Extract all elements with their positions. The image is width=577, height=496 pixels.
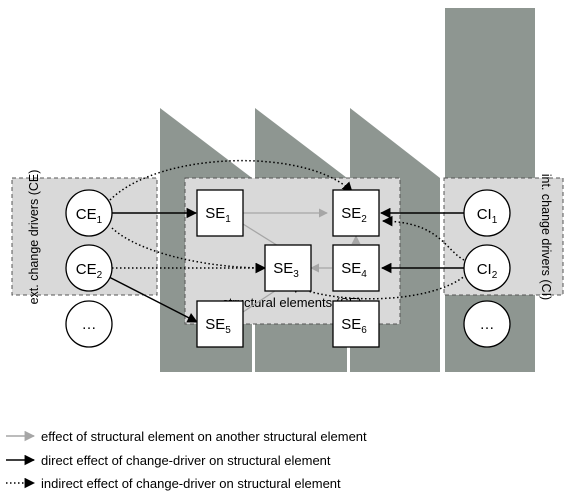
node-ce-more: … — [65, 300, 113, 348]
svg-text:SE2: SE2 — [341, 205, 367, 225]
node-ce2: CE2 — [65, 244, 113, 292]
solid-arrows — [108, 207, 464, 323]
legend: effect of structural element on another … — [6, 429, 367, 491]
legend-item-gray: effect of structural element on another … — [6, 429, 367, 444]
svg-text:CE1: CE1 — [76, 206, 103, 226]
node-se6: SE6 — [332, 300, 380, 348]
svg-text:CI2: CI2 — [477, 261, 498, 281]
svg-text:SE3: SE3 — [273, 260, 299, 280]
legend-item-solid: direct effect of change-driver on struct… — [6, 453, 331, 468]
arrow-ce1-se2-dotted — [109, 159, 353, 201]
arrow-ci2-se2-dotted — [381, 215, 465, 261]
svg-text:effect of structural element o: effect of structural element on another … — [41, 429, 367, 444]
node-se2: SE2 — [332, 189, 380, 237]
arrow-ce2-se5 — [108, 276, 198, 323]
svg-text:…: … — [480, 316, 495, 333]
svg-text:…: … — [82, 316, 97, 333]
node-se5: SE5 — [196, 300, 244, 348]
svg-text:SE4: SE4 — [341, 260, 367, 280]
node-ci1: CI1 — [463, 189, 511, 237]
svg-text:SE1: SE1 — [205, 205, 231, 225]
node-ce1: CE1 — [65, 189, 113, 237]
se-group-label: structural elements (SE) — [222, 295, 361, 310]
svg-text:CI1: CI1 — [477, 206, 498, 226]
node-se4: SE4 — [332, 244, 380, 292]
svg-text:CE2: CE2 — [76, 261, 103, 281]
ci-group-label: int. change drivers (CI) — [539, 174, 553, 300]
svg-text:SE6: SE6 — [341, 316, 367, 336]
node-se1: SE1 — [196, 189, 244, 237]
ce-group-label: ext. change drivers (CE) — [27, 170, 41, 305]
legend-item-dotted: indirect effect of change-driver on stru… — [6, 476, 341, 491]
svg-text:direct effect of change-driver: direct effect of change-driver on struct… — [41, 453, 331, 468]
svg-text:SE5: SE5 — [205, 316, 231, 336]
svg-text:indirect effect of change-driv: indirect effect of change-driver on stru… — [41, 476, 341, 491]
node-ci2: CI2 — [463, 244, 511, 292]
node-se3: SE3 — [264, 244, 312, 292]
node-ci-more: … — [463, 300, 511, 348]
